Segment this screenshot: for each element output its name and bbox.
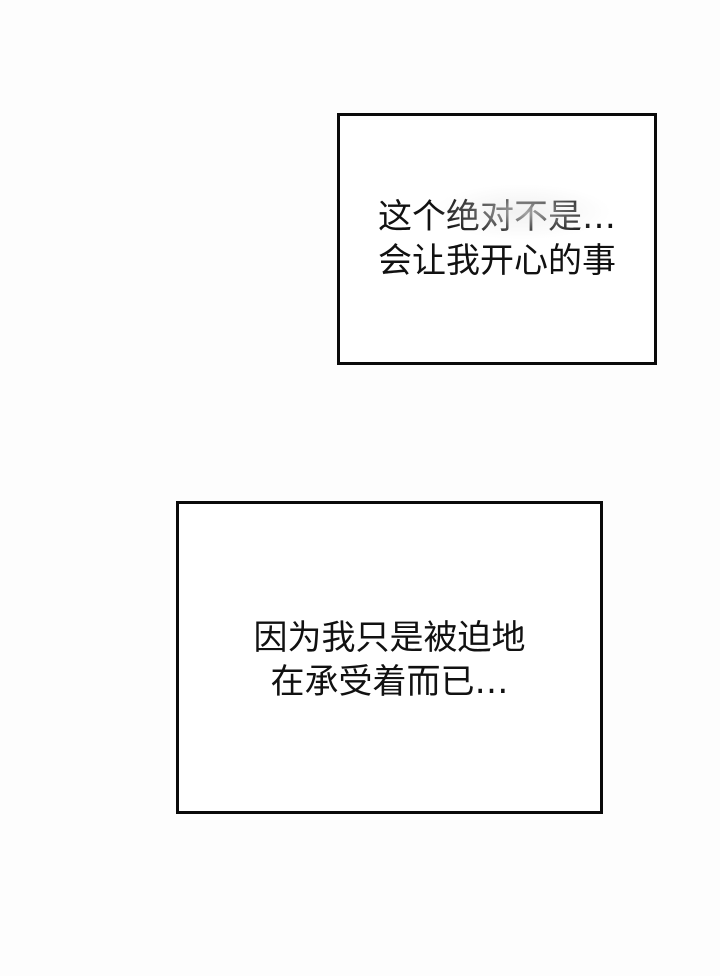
- caption-line: 这个绝对不是…: [378, 197, 616, 237]
- caption-panel-2: 因为我只是被迫地 在承受着而已…: [176, 501, 603, 814]
- caption-text-2: 因为我只是被迫地 在承受着而已…: [254, 616, 526, 704]
- caption-text-1: 这个绝对不是… 会让我开心的事: [378, 195, 616, 283]
- caption-line: 在承受着而已…: [270, 661, 509, 702]
- caption-line: 因为我只是被迫地: [253, 617, 526, 658]
- caption-line: 会让我开心的事: [378, 241, 616, 281]
- caption-panel-1: 这个绝对不是… 会让我开心的事: [337, 113, 657, 365]
